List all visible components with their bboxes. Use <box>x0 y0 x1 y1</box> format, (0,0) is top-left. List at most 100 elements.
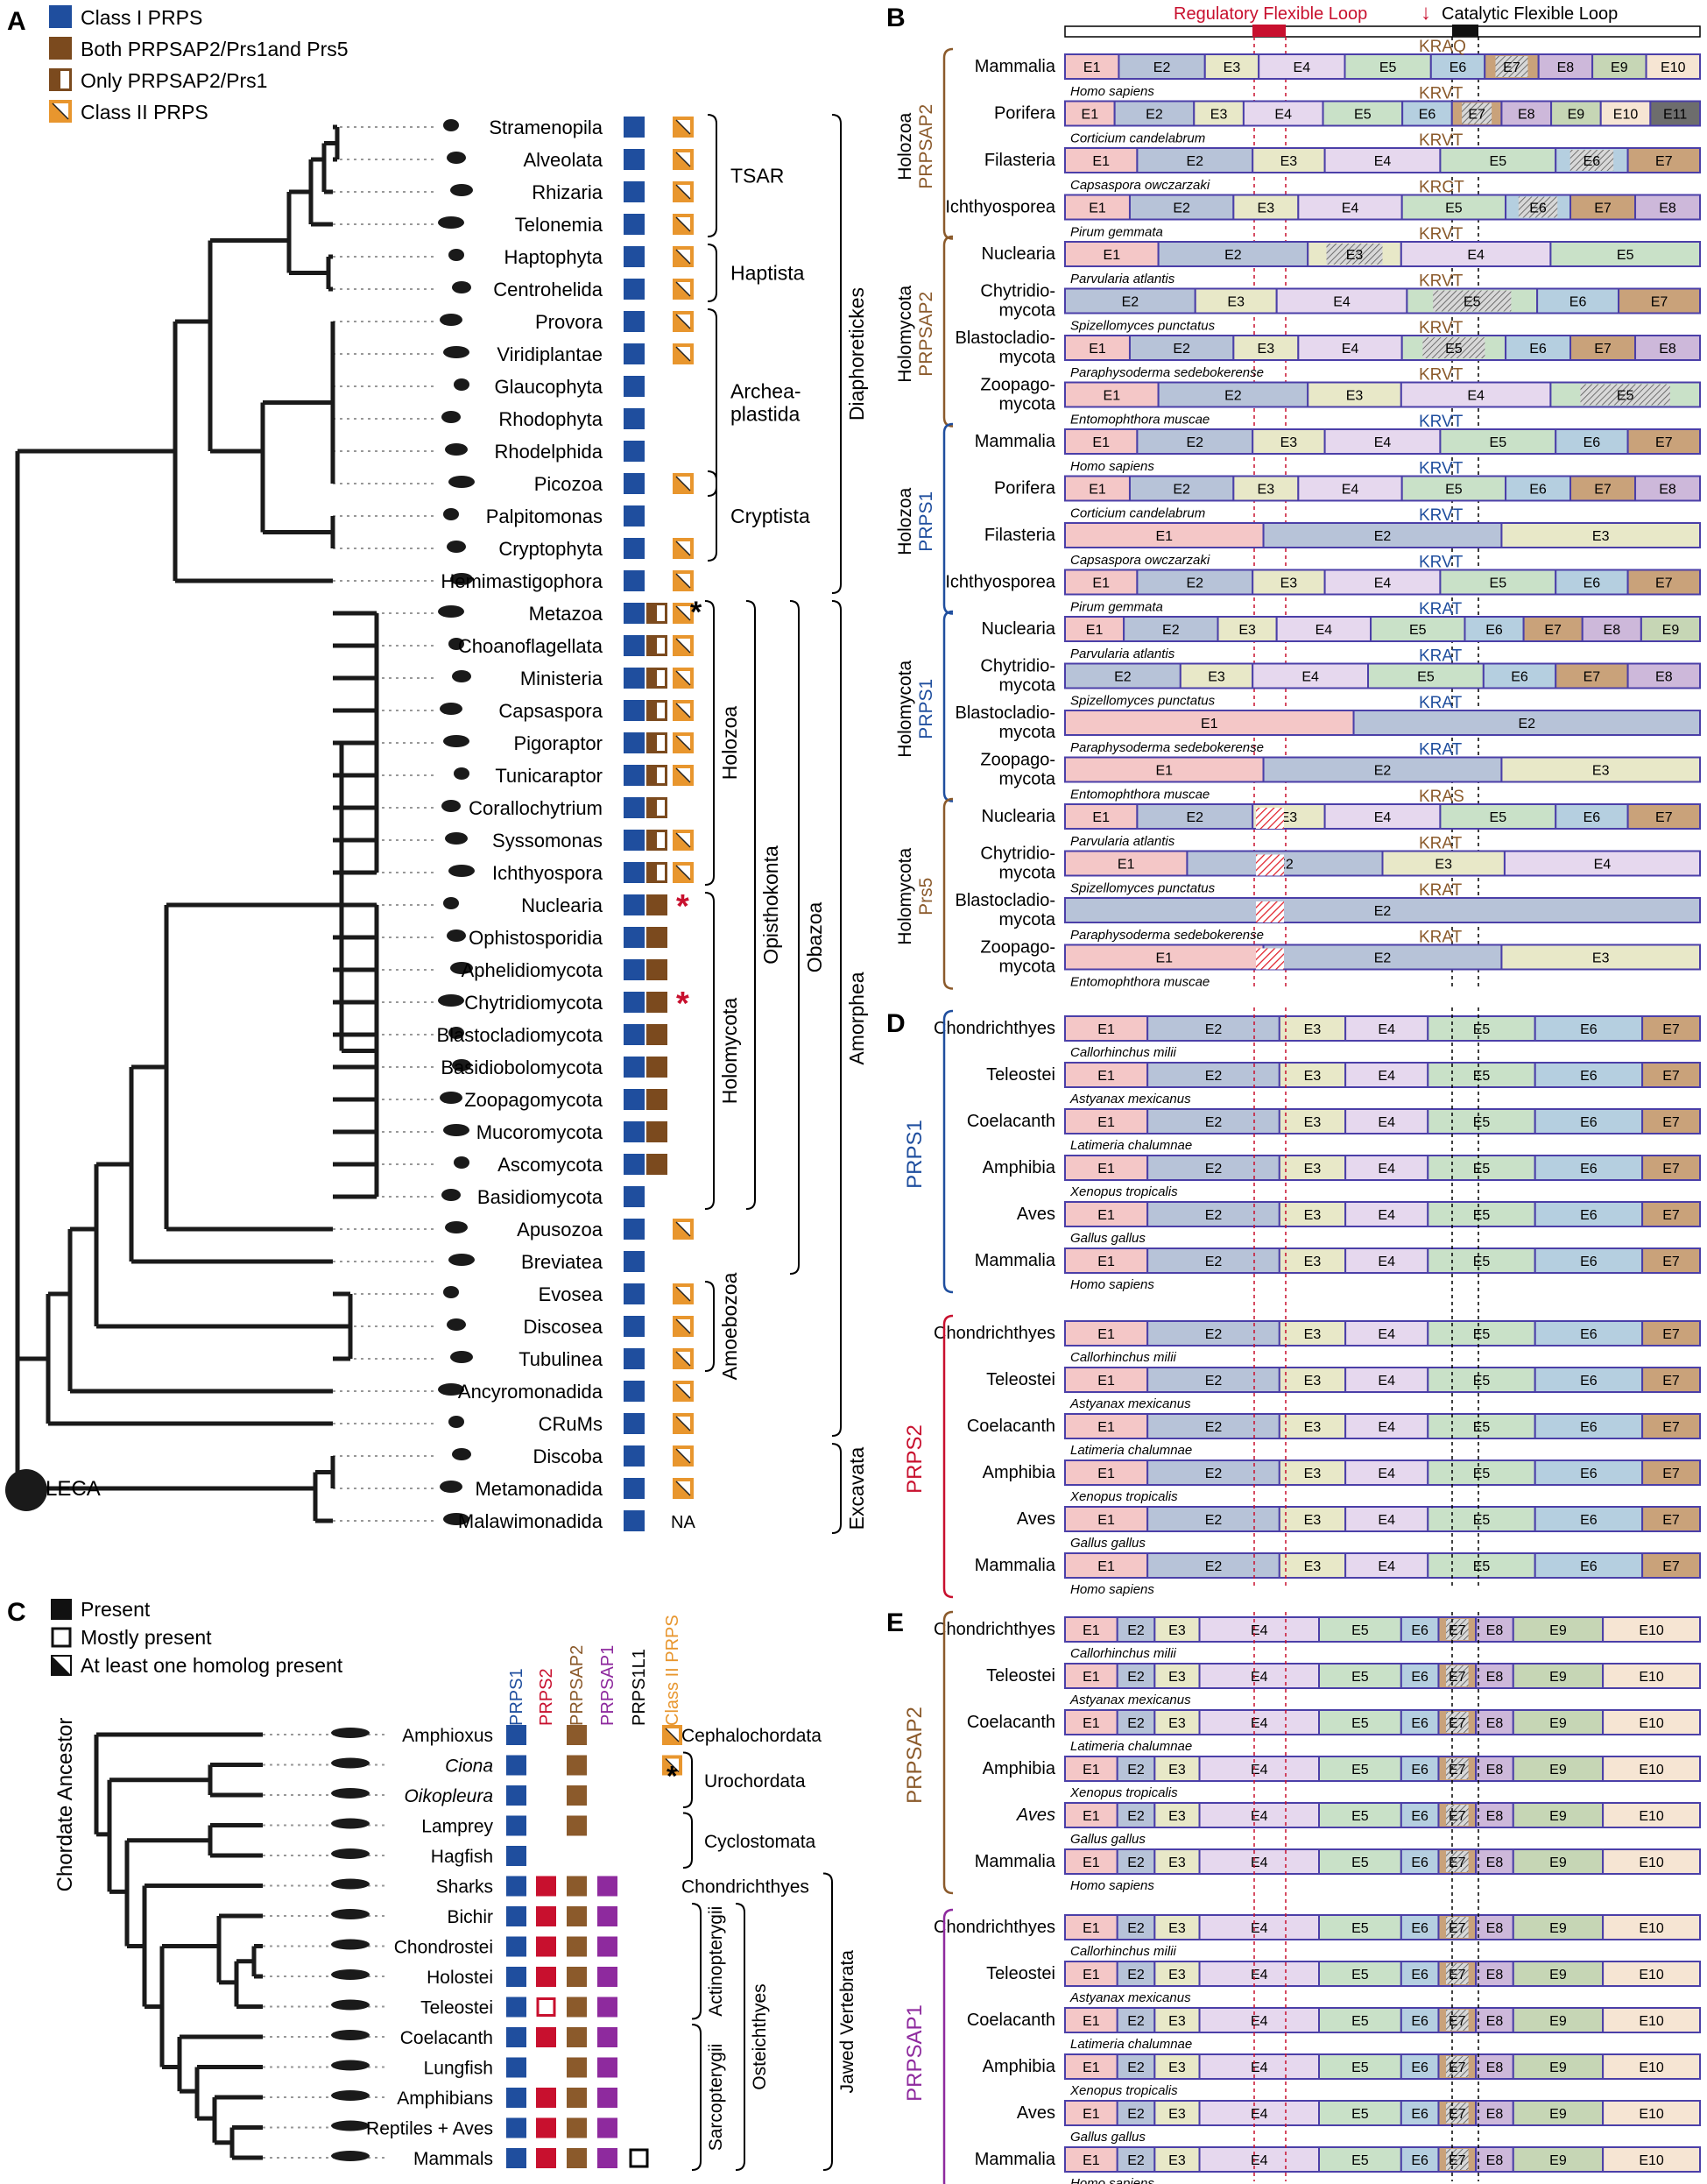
exon-e7 <box>1626 803 1702 830</box>
group-bracket <box>831 114 842 594</box>
exon-label: E9 <box>1662 623 1680 638</box>
exon-label: E8 <box>1486 2153 1504 2168</box>
taxon-label: Amphibia <box>983 1158 1056 1177</box>
organism-silhouette <box>331 2060 370 2071</box>
exon-e3 <box>1153 1802 1201 1828</box>
exon-e2 <box>1123 616 1219 642</box>
exon-label: E3 <box>1304 1513 1322 1528</box>
exon-label: E1 <box>1083 60 1101 75</box>
presence-cell <box>597 2057 617 2078</box>
exon-label: E4 <box>1294 60 1311 75</box>
class1-marker <box>624 1121 645 1142</box>
presence-cell <box>567 2088 587 2108</box>
half-box-white <box>657 800 665 816</box>
exon-label: E2 <box>1173 342 1190 357</box>
exon-label: E4 <box>1251 1968 1268 1983</box>
taxon-label: Chytridio-mycota <box>980 845 1055 883</box>
exon-label: E3 <box>1168 2060 1186 2075</box>
species-label: Corticium candelabrum <box>1070 131 1205 146</box>
exon-label: E6 <box>1411 1763 1428 1778</box>
taxon-label: Aphelidiomycota <box>462 959 603 981</box>
exon-e4 <box>1198 1848 1320 1875</box>
group-label: Amoebozoa <box>718 1272 741 1380</box>
taxon-label: Discosea <box>524 1316 603 1338</box>
class2-marker <box>673 538 694 559</box>
presence-cell <box>506 1906 526 1926</box>
taxon-label: Chytridio-mycota <box>980 282 1055 321</box>
exon-label: E3 <box>1592 529 1610 544</box>
class2-marker <box>673 862 694 883</box>
exon-label: E7 <box>1594 483 1612 498</box>
section-gene-label: PRPS2 <box>903 1424 927 1494</box>
prpsap2-prs5-marker <box>646 927 667 948</box>
group-bracket <box>704 892 715 1210</box>
organism-silhouette <box>454 378 469 391</box>
taxon-label: Teleostei <box>986 1666 1055 1686</box>
class1-marker <box>624 214 645 235</box>
taxon-label: Ascomycota <box>497 1154 603 1176</box>
column-header: PRPS1 <box>507 1668 526 1726</box>
presence-cell <box>567 1906 587 1926</box>
mostly-present-cell <box>629 2148 649 2168</box>
exon-e5 <box>1344 53 1432 80</box>
prpsap2-only-marker <box>646 862 667 883</box>
exon-label: E1 <box>1083 1968 1100 1983</box>
class2-box-line <box>675 1318 691 1334</box>
class2-box-line <box>675 249 691 265</box>
exon-label: E3 <box>1168 1809 1186 1824</box>
group-bracket <box>745 600 756 1210</box>
presence-cell <box>506 1997 526 2018</box>
hatch-region <box>1462 102 1492 124</box>
exon-label: E7 <box>1662 1467 1680 1481</box>
exon-label: E1 <box>1083 1921 1100 1936</box>
column-header: PRPS1L1 <box>630 1649 649 1726</box>
presence-cell <box>506 1876 526 1897</box>
organism-silhouette <box>331 2151 370 2161</box>
class2-marker <box>673 149 694 170</box>
exon-label: E4 <box>1251 1855 1268 1870</box>
class2-marker <box>673 830 694 851</box>
exon-e7 <box>1641 1413 1702 1439</box>
exon-label: E8 <box>1604 623 1621 638</box>
exon-e1 <box>1064 1155 1149 1181</box>
column-header: PRPSAP1 <box>598 1645 617 1726</box>
arrow-icon: ↓ <box>1421 1 1431 25</box>
exon-label: E1 <box>1155 529 1173 544</box>
prpsap2-prs5-marker <box>646 1154 667 1175</box>
exon-label: E3 <box>1280 154 1298 169</box>
organism-silhouette <box>443 1513 469 1525</box>
exon-e6 <box>1400 2053 1440 2080</box>
exon-label: E2 <box>1205 1559 1223 1574</box>
taxon-label: Ancyromonadida <box>458 1381 603 1403</box>
exon-e2 <box>1116 1616 1156 1643</box>
exon-e6 <box>1536 287 1620 315</box>
taxon-label: Telonemia <box>515 214 603 236</box>
prpsap2-only-marker <box>646 797 667 818</box>
exon-label: E7 <box>1662 1513 1680 1528</box>
exon-label: E2 <box>1127 1670 1145 1685</box>
exon-label: E1 <box>1104 389 1121 404</box>
taxon-label: Discoba <box>533 1445 603 1467</box>
taxon-label: Teleostei <box>986 1370 1055 1389</box>
motif-label: KRAT <box>1419 647 1463 666</box>
taxon-label: Mammalia <box>975 1556 1056 1575</box>
exon-label: E1 <box>1097 1022 1115 1037</box>
exon-label: E5 <box>1409 623 1427 638</box>
exon-e4 <box>1503 850 1702 877</box>
exon-e6 <box>1534 1108 1644 1134</box>
exon-label: E1 <box>1083 2153 1100 2168</box>
exon-e11 <box>1649 100 1701 127</box>
exon-label: E9 <box>1611 60 1628 75</box>
exon-e2 <box>1064 287 1196 315</box>
organism-silhouette <box>441 1189 461 1201</box>
taxon-label: Blastocladiomycota <box>436 1024 603 1046</box>
presence-cell <box>567 1936 587 1957</box>
presence-cell <box>567 2117 587 2138</box>
class2-box-line <box>675 281 691 297</box>
class2-box-line <box>675 735 691 751</box>
